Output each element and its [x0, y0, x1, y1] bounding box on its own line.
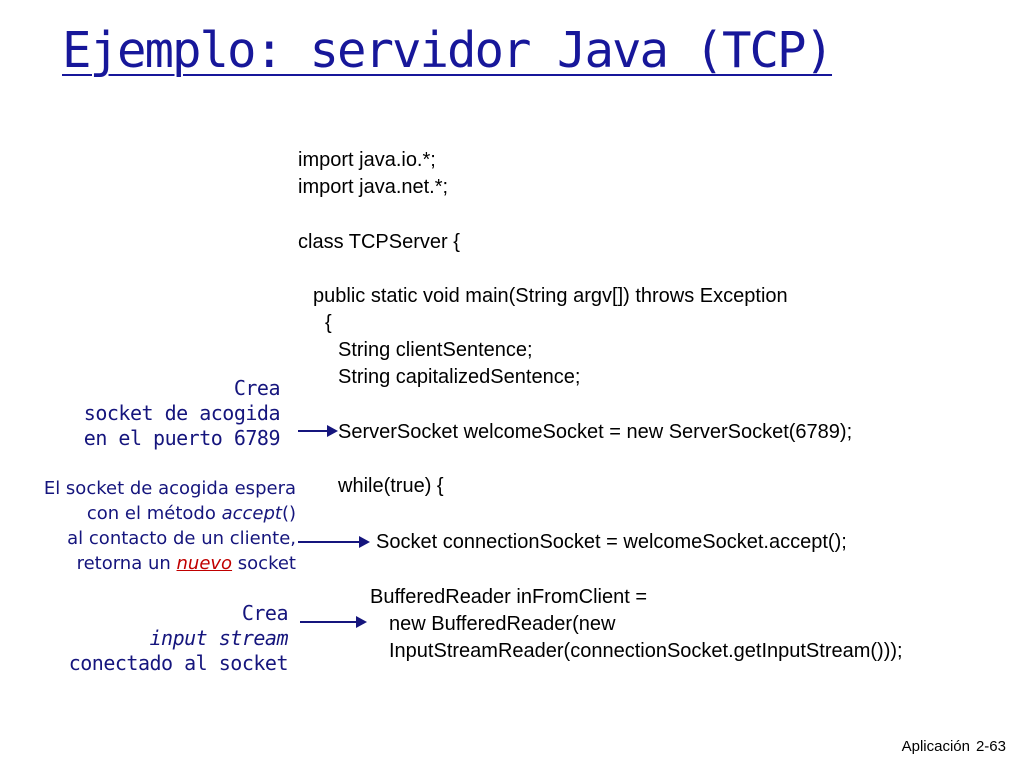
- code-line: InputStreamReader(connectionSocket.getIn…: [389, 640, 903, 662]
- code-line: String clientSentence;: [338, 339, 533, 361]
- code-line: String capitalizedSentence;: [338, 366, 581, 388]
- code-line: class TCPServer {: [298, 231, 460, 253]
- code-line: Socket connectionSocket = welcomeSocket.…: [376, 531, 847, 553]
- code-line: while(true) {: [338, 475, 444, 497]
- slide-footer: Aplicación 2-63: [896, 738, 1006, 755]
- annotation-line: conectado al socket: [68, 651, 289, 675]
- arrow-icon: [298, 536, 370, 548]
- footer-section: Aplicación: [901, 738, 970, 755]
- annotation-line: al contacto de un cliente,: [67, 528, 296, 549]
- annotation-line: con el método accept(): [86, 503, 296, 524]
- arrow-icon: [300, 616, 367, 628]
- highlight-new-word: nuevo: [176, 553, 233, 574]
- annotation-line: retorna un nuevo socket: [76, 553, 296, 574]
- code-line: new BufferedReader(new: [389, 613, 616, 635]
- page-number: 2-63: [975, 738, 1006, 755]
- annotation-input-stream: Crea input stream conectado al socket: [68, 601, 289, 676]
- annotation-line: socket de acogida: [83, 401, 281, 425]
- annotation-line: Crea: [233, 376, 281, 400]
- code-line: {: [325, 312, 332, 334]
- code-line: ServerSocket welcomeSocket = new ServerS…: [338, 421, 853, 443]
- code-line: BufferedReader inFromClient =: [370, 586, 647, 608]
- code-line: public static void main(String argv[]) t…: [313, 285, 788, 307]
- annotation-line: El socket de acogida espera: [43, 478, 296, 499]
- slide-title: Ejemplo: servidor Java (TCP): [62, 22, 834, 79]
- annotation-line: en el puerto 6789: [83, 426, 281, 450]
- code-line: import java.io.*;: [298, 149, 436, 171]
- arrow-icon: [298, 425, 338, 437]
- annotation-welcome-socket: Crea socket de acogida en el puerto 6789: [83, 376, 281, 451]
- annotation-line: Crea: [241, 601, 289, 625]
- annotation-line: input stream: [149, 626, 289, 650]
- annotation-accept: El socket de acogida espera con el métod…: [44, 476, 296, 576]
- code-line: import java.net.*;: [298, 176, 449, 198]
